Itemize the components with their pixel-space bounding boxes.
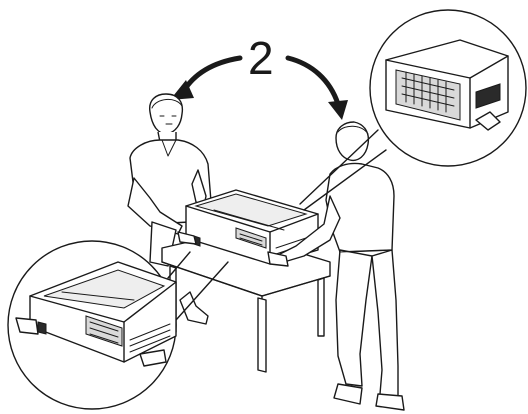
- step-number: 2: [248, 32, 274, 84]
- rotate-arrow-left-icon: [170, 58, 240, 100]
- rotate-arrow-right-icon: [288, 58, 348, 120]
